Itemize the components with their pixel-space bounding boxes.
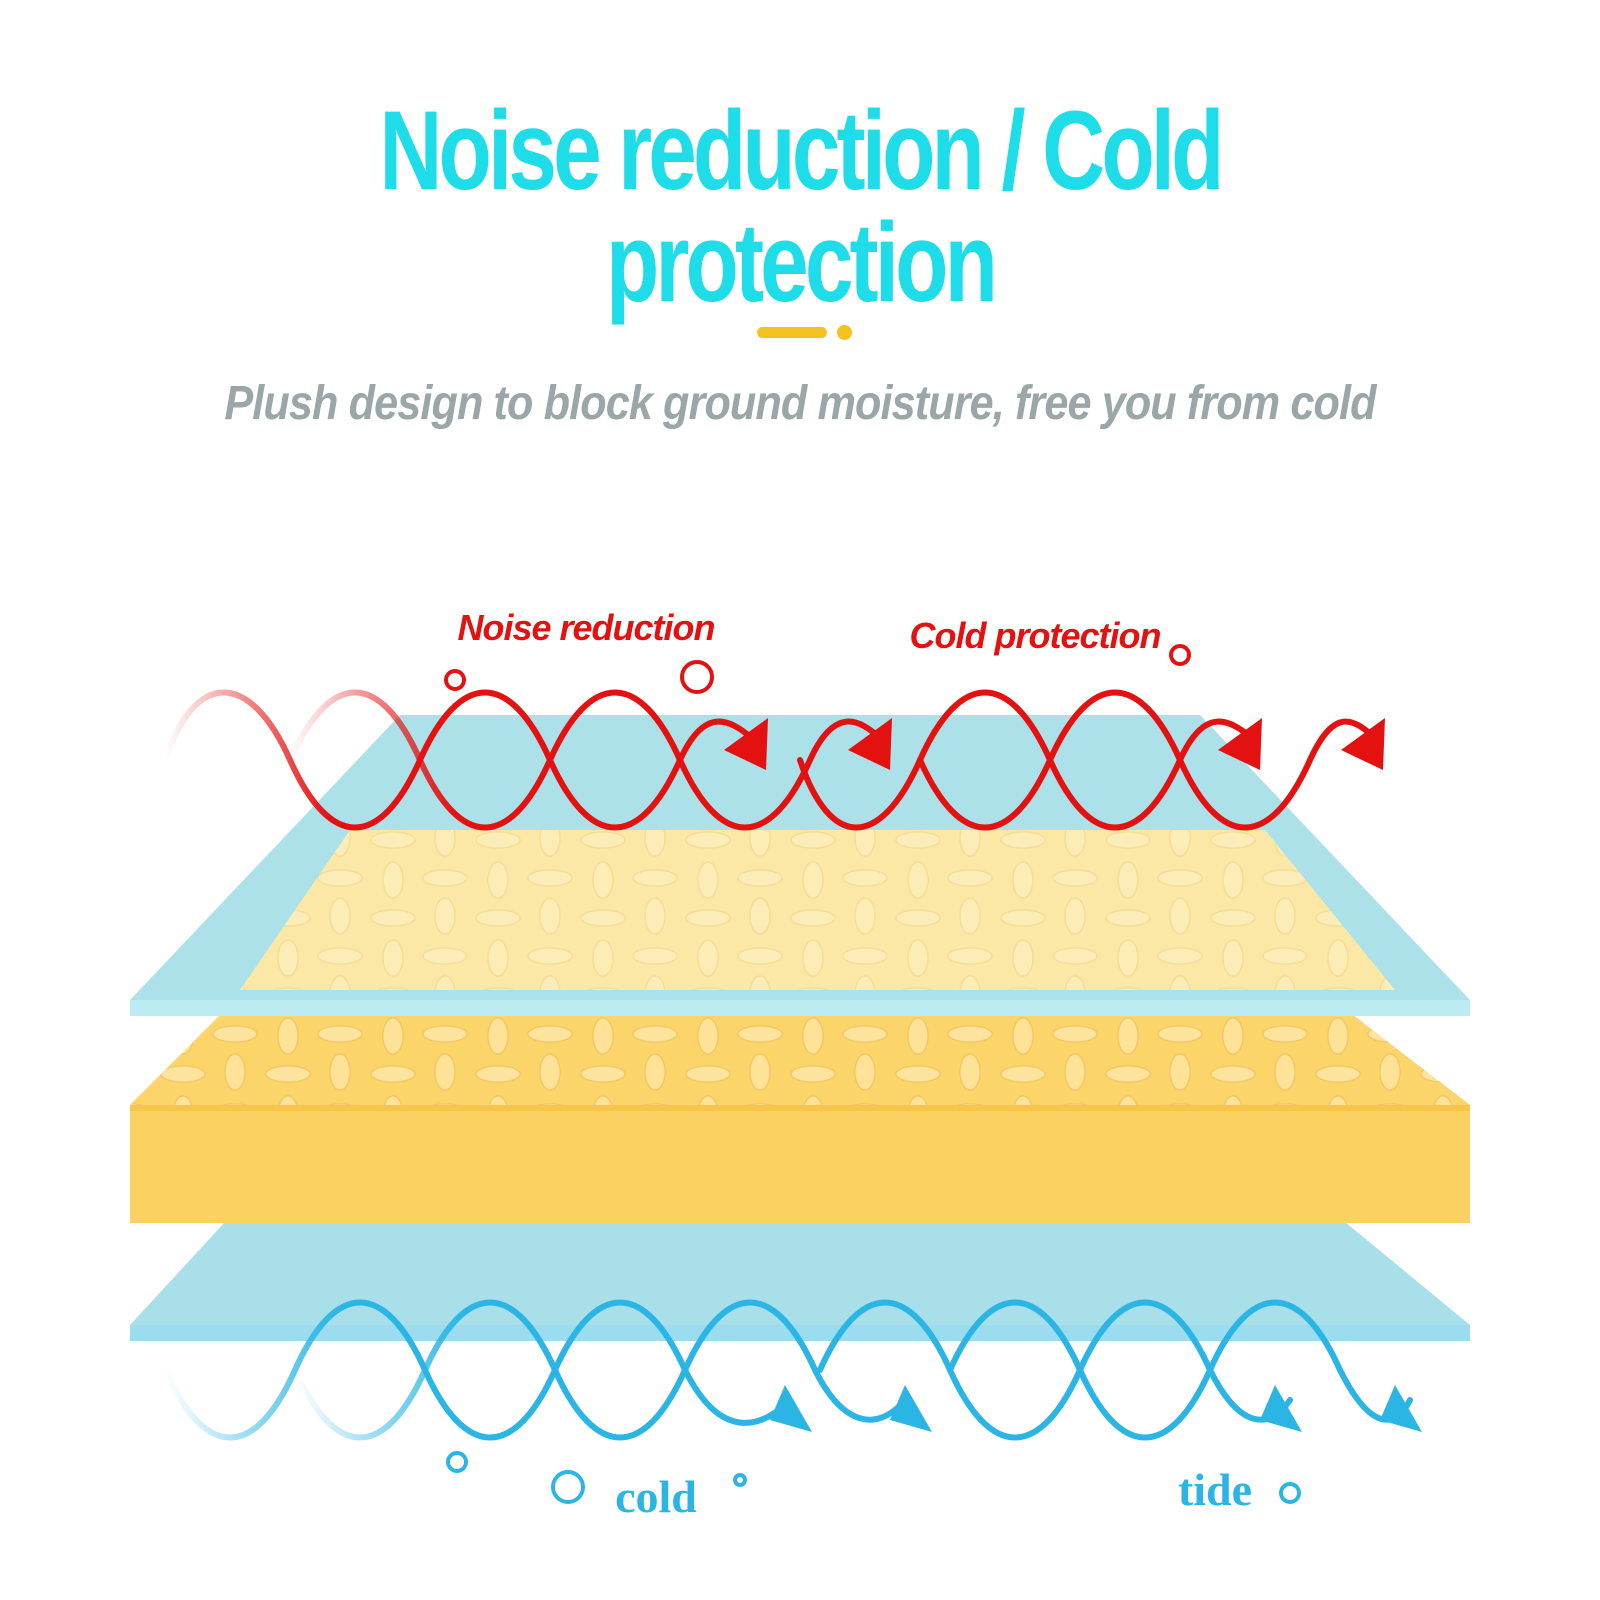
bubble-group-top [444,644,1191,694]
bubble-icon [446,1451,468,1473]
divider-dash [757,327,827,338]
noise-wave-right-a [797,689,1255,831]
cold-wave-group [162,1299,1413,1441]
arrow-up-icon [848,718,892,770]
arrow-up-icon [724,718,768,770]
noise-wave-right-b [917,689,1378,831]
bubble-icon [551,1470,585,1504]
foam-mat-layer [130,1005,1470,1223]
arrow-down-icon [1380,1385,1422,1432]
top-glass-layer [130,715,1470,1016]
noise-wave-arrowheads [724,718,1385,770]
tide-label: tide [1178,1464,1252,1515]
bubble-icon [1169,644,1191,666]
cold-wave-left-b [292,1299,908,1441]
cold-wave-arrowheads [770,1385,1422,1432]
arrow-up-icon [1218,718,1262,770]
arrow-down-icon [1260,1385,1302,1432]
bubble-group-bottom [446,1451,1301,1504]
bubble-icon [444,669,466,691]
noise-wave-group [162,689,1378,831]
arrow-up-icon [1341,718,1385,770]
title-divider [757,324,857,340]
cold-protection-label: Cold protection [910,615,1161,656]
cold-wave-right-b [947,1299,1413,1441]
cold-wave-right-a [817,1299,1293,1441]
arrow-down-icon [890,1385,932,1432]
cold-label: cold [615,1471,697,1522]
bottom-glass-layer [130,1222,1470,1341]
page-subtitle: Plush design to block ground moisture, f… [224,377,1376,430]
bubble-icon [733,1473,747,1487]
bubble-icon [1279,1482,1301,1504]
noise-reduction-label: Noise reduction [457,607,714,648]
arrow-down-icon [770,1385,812,1432]
page-title: Noise reduction / Cold protection [379,88,1224,325]
bubble-icon [680,660,714,694]
divider-dot [837,325,852,340]
noise-wave-left-b [287,689,883,831]
